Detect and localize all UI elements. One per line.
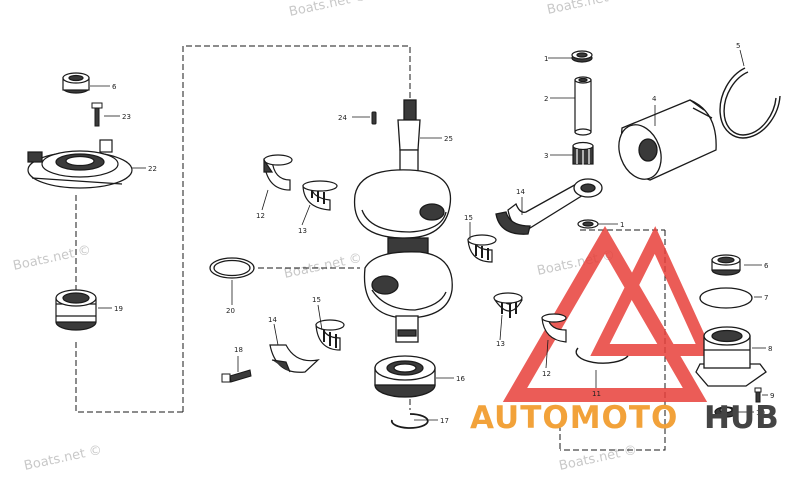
watermark-2: Boats.net ©: [546, 0, 627, 18]
part-housing-22: [27, 139, 133, 189]
part-bearing-19: [55, 289, 97, 331]
callout-3: 3: [544, 152, 548, 160]
dashed-line-right: [560, 230, 666, 451]
part-bolt-23: [91, 102, 103, 127]
callout-12-left: 12: [256, 212, 265, 220]
callout-6-right: 6: [764, 262, 769, 270]
part-bolt-9: [754, 387, 762, 403]
callout-10: 10: [756, 409, 765, 417]
part-seal-6-right: [711, 254, 741, 276]
part-roller-13-left: [302, 180, 338, 211]
callout-22: 22: [148, 165, 157, 173]
part-needle-bearing-3: [572, 141, 594, 165]
part-rod-cap-14-left: [269, 344, 320, 373]
part-snap-ring-11: [575, 347, 629, 364]
part-roller-13-right: [493, 292, 523, 318]
callout-11: 11: [592, 390, 601, 398]
callout-17: 17: [440, 417, 449, 425]
callout-1-mid: 1: [620, 221, 624, 229]
part-key-24: [371, 111, 377, 125]
callout-5: 5: [736, 42, 740, 50]
callout-18: 18: [234, 346, 243, 354]
callout-14-rod: 14: [516, 188, 525, 196]
callout-15-left: 15: [312, 296, 321, 304]
callout-19: 19: [114, 305, 123, 313]
part-washer-1-top: [571, 50, 593, 63]
logo-triangle-inner: [590, 226, 715, 356]
watermark-4: Boats.net ©: [283, 251, 364, 282]
part-seal-10: [714, 406, 738, 418]
part-half-bearing-12-left: [263, 154, 293, 191]
callout-24: 24: [338, 114, 347, 122]
watermark-1: Boats.net ©: [288, 0, 369, 20]
watermark-7: Boats.net ©: [558, 443, 639, 474]
callout-13-right: 13: [496, 340, 505, 348]
part-piston-4: [618, 99, 717, 181]
part-oring-20: [209, 257, 255, 279]
part-roller-15-right: [467, 234, 497, 263]
callout-20: 20: [226, 307, 235, 315]
callout-9: 9: [770, 392, 774, 400]
callout-8: 8: [768, 345, 772, 353]
callout-2: 2: [544, 95, 548, 103]
watermark-3: Boats.net ©: [12, 243, 93, 274]
callout-15-right: 15: [464, 214, 473, 222]
part-half-bearing-12-right: [541, 313, 567, 343]
callout-16: 16: [456, 375, 465, 383]
part-ball-bearing-16: [374, 355, 436, 398]
callout-1-top: 1: [544, 55, 548, 63]
dashed-line-crank-top: [182, 45, 411, 412]
callout-25: 25: [444, 135, 453, 143]
part-seal-6-left: [62, 72, 90, 94]
callout-labels: 1 2 3 4 5 6 23 22 24 25 12 13 14 15 1 20…: [112, 42, 774, 425]
logo-text-automoto: AUTOMOTO: [470, 400, 678, 436]
part-piston-pin-2: [574, 76, 592, 136]
part-crankshaft-25: [353, 99, 453, 343]
dashed-line-left-bottom: [75, 340, 183, 413]
callout-6-left: 6: [112, 83, 117, 91]
part-housing-8: [695, 326, 767, 387]
part-roller-15-left: [315, 319, 345, 351]
part-washer-1-mid: [577, 219, 599, 229]
callout-23: 23: [122, 113, 131, 121]
watermark-6: Boats.net ©: [23, 443, 104, 474]
part-snap-ring-17: [390, 413, 429, 429]
callout-13-left: 13: [298, 227, 307, 235]
part-bolt-18: [221, 369, 252, 383]
automotohub-logo: AUTOMOTO HUB: [470, 400, 779, 436]
callout-4: 4: [652, 95, 657, 103]
part-connecting-rod-14: [495, 178, 603, 235]
callout-7: 7: [764, 294, 768, 302]
part-piston-ring-5: [719, 67, 781, 139]
callout-14-left: 14: [268, 316, 277, 324]
part-oring-7: [699, 287, 753, 309]
leader-lines: [90, 49, 768, 421]
logo-text-hub: HUB: [704, 400, 779, 436]
callout-12-right: 12: [542, 370, 551, 378]
